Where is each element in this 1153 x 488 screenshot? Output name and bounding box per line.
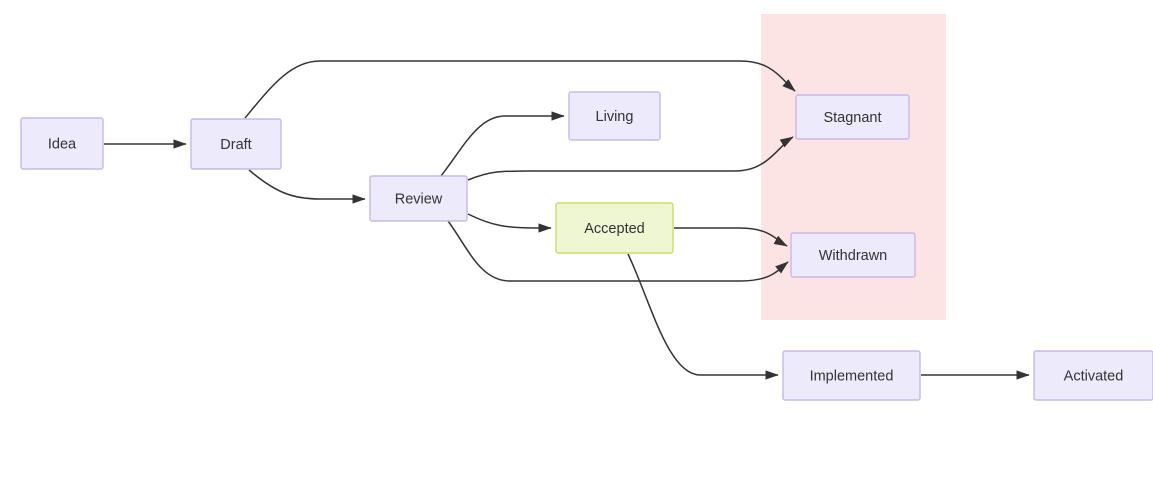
node-box-living[interactable] (568, 91, 661, 141)
edge-draft-to-stagnant (244, 60, 796, 119)
edge-review-to-stagnant (467, 136, 794, 181)
node-box-accepted[interactable] (555, 202, 674, 254)
node-box-withdrawn[interactable] (790, 232, 916, 278)
edge-accepted-to-withdrawn (674, 227, 788, 247)
node-draft[interactable]: Draft (190, 118, 282, 170)
node-living[interactable]: Living (568, 91, 661, 141)
edges-layer (104, 60, 1030, 380)
edge-review-to-accepted (467, 213, 552, 233)
node-box-implemented[interactable] (782, 350, 921, 401)
edge-draft-to-review (248, 169, 366, 204)
node-review[interactable]: Review (369, 175, 468, 222)
edge-accepted-to-implemented (627, 253, 779, 380)
edge-review-to-withdrawn (447, 220, 789, 282)
node-box-review[interactable] (369, 175, 468, 222)
node-withdrawn[interactable]: Withdrawn (790, 232, 916, 278)
node-box-activated[interactable] (1033, 350, 1153, 401)
node-implemented[interactable]: Implemented (782, 350, 921, 401)
node-accepted[interactable]: Accepted (555, 202, 674, 254)
node-box-idea[interactable] (20, 117, 104, 170)
node-idea[interactable]: Idea (20, 117, 104, 170)
node-stagnant[interactable]: Stagnant (795, 94, 910, 140)
node-box-draft[interactable] (190, 118, 282, 170)
node-activated[interactable]: Activated (1033, 350, 1153, 401)
edge-review-to-living (440, 111, 565, 177)
node-box-stagnant[interactable] (795, 94, 910, 140)
